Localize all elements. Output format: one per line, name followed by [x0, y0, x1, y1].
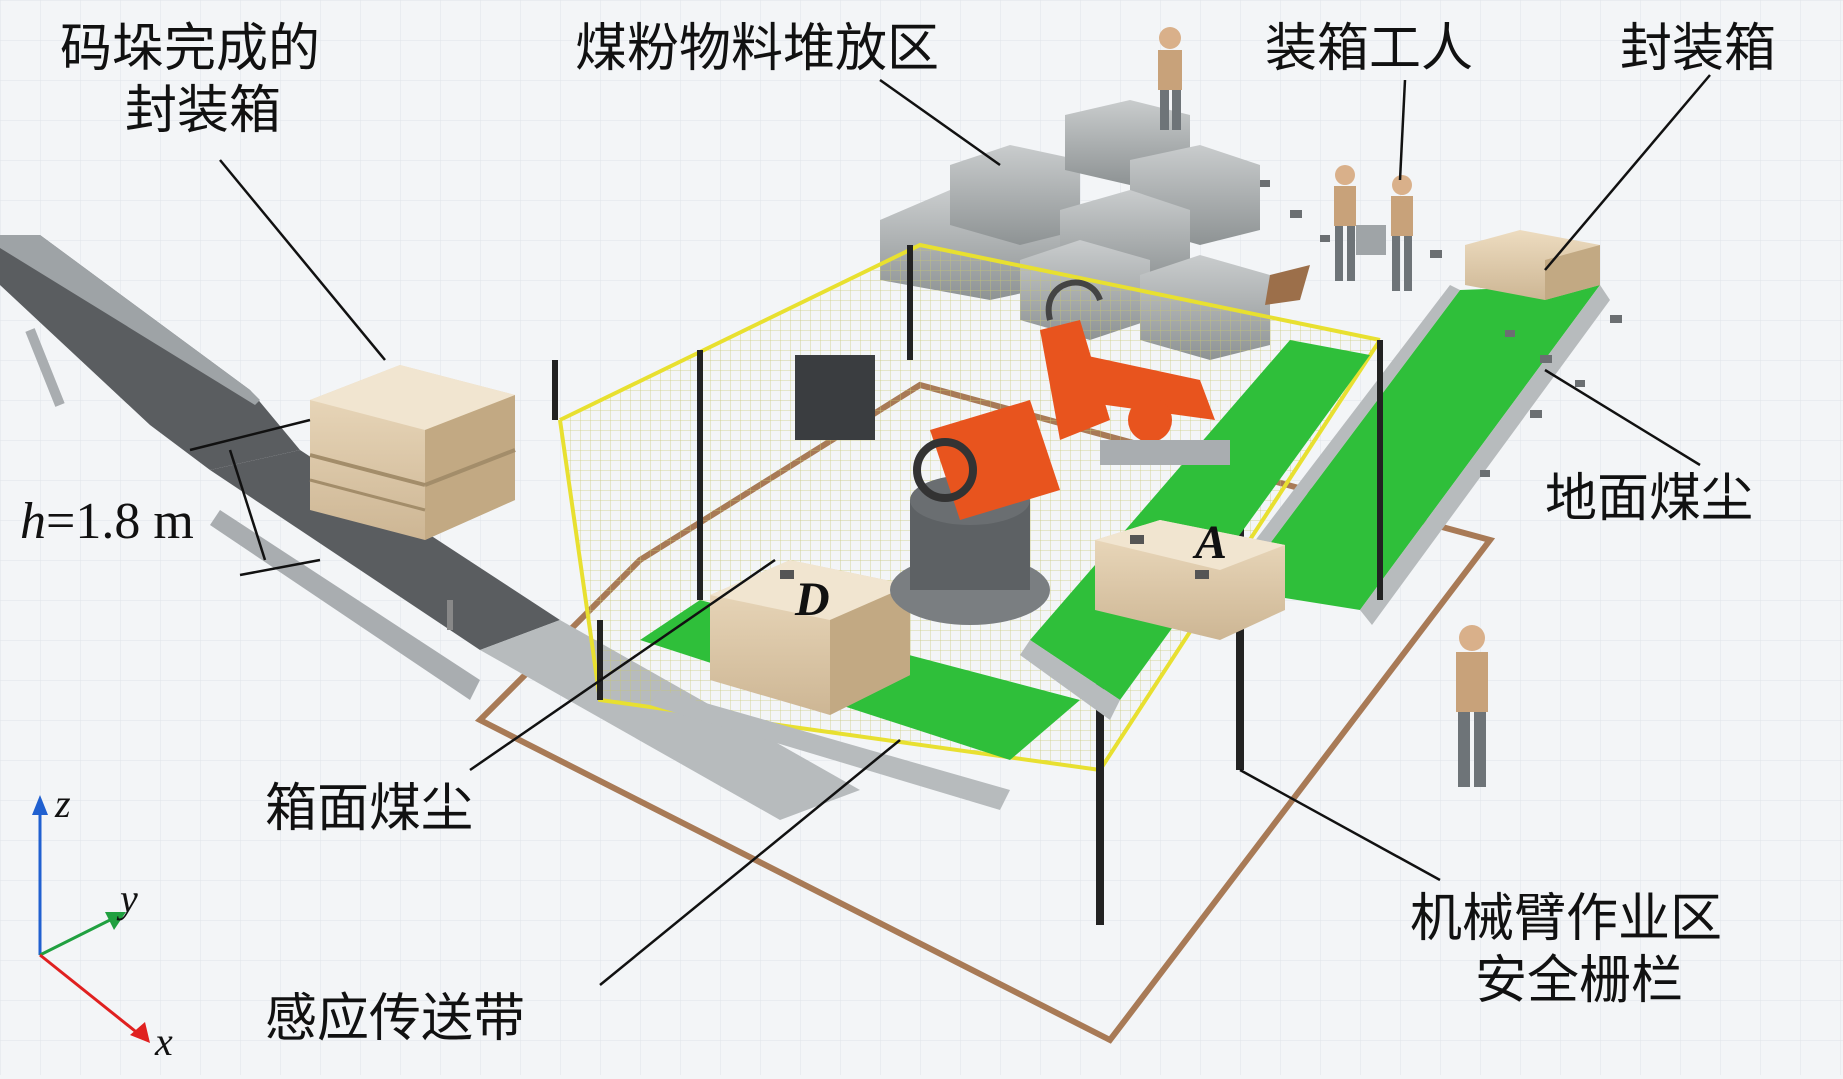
packing-workers: [1334, 165, 1413, 291]
height-symbol: h: [20, 493, 46, 550]
height-annotation: h=1.8 m: [20, 492, 194, 552]
stacked-sealed-box-pallet: [309, 365, 516, 540]
sealed-box-label: 封装箱: [1620, 19, 1777, 79]
box-surface-dust-label: 箱面煤尘: [265, 779, 474, 839]
axis-z-label: z: [55, 781, 71, 826]
stacked-sealed-box-label-line2: 封装箱: [125, 81, 282, 141]
worker-right: [1456, 625, 1488, 787]
ground-coal-dust: [1260, 180, 1622, 477]
height-value: =1.8 m: [46, 493, 194, 550]
point-a-label: A: [1195, 516, 1228, 569]
inclined-conveyor: [0, 235, 860, 820]
sensor-conveyor-label: 感应传送带: [265, 989, 526, 1049]
leader-lines: [189, 74, 1711, 986]
axis-x-label: x: [155, 1019, 173, 1064]
box-d: [710, 560, 910, 715]
packing-worker-label: 装箱工人: [1265, 19, 1474, 79]
robot-arm: [890, 279, 1230, 625]
box-a: [1095, 520, 1285, 640]
ground-dust-label: 地面煤尘: [1545, 469, 1754, 529]
worker-top: [1158, 27, 1182, 130]
point-d-label: D: [795, 573, 830, 626]
coordinate-axes: [32, 795, 150, 1043]
control-cabinet: [795, 355, 875, 440]
right-conveyor: [1225, 285, 1610, 625]
axis-y-label: y: [120, 876, 138, 921]
fence-label-line2: 安全栅栏: [1475, 951, 1684, 1011]
stacked-sealed-box-label-line1: 码垛完成的: [60, 19, 321, 79]
fence-label-line1: 机械臂作业区: [1410, 889, 1723, 949]
sealed-box-right: [1465, 230, 1600, 300]
coal-storage-label: 煤粉物料堆放区: [575, 19, 940, 79]
